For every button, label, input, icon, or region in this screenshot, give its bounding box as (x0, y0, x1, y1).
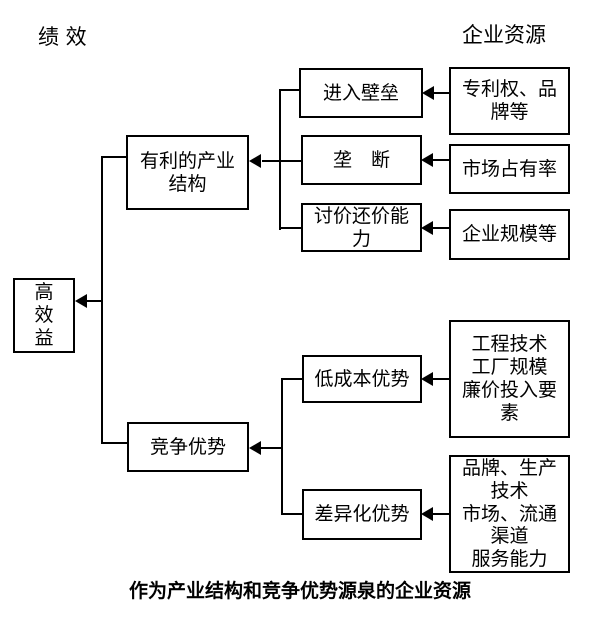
node-competitive-advantage: 竞争优势 (127, 422, 249, 472)
node-brand-service-factors-label: 品牌、生产技术 市场、流通渠道 服务能力 (461, 457, 557, 571)
node-market-share-label: 市场占有率 (461, 157, 557, 180)
connector-stub-low-cost-left (281, 378, 304, 380)
node-patents-brands-label: 专利权、品牌等 (461, 78, 557, 123)
connector-arrow-line-high-benefit (86, 300, 103, 302)
node-favorable-industry-structure-label: 有利的产业结构 (139, 149, 235, 195)
connector-bottom-bracket-vertical (281, 378, 283, 515)
node-market-share: 市场占有率 (449, 144, 570, 194)
node-entry-barrier-label: 进入壁垒 (322, 81, 399, 104)
connector-stub-monopoly-left (262, 160, 303, 162)
arrowhead-into-entry-barrier-icon (422, 86, 434, 100)
connector-stub-entry-barrier-left (279, 89, 301, 91)
node-low-cost-advantage: 低成本优势 (302, 355, 422, 403)
node-firm-scale-label: 企业规模等 (461, 223, 557, 246)
node-entry-barrier: 进入壁垒 (299, 68, 423, 118)
node-competitive-advantage-label: 竞争优势 (149, 435, 226, 458)
connector-stub-bargaining-power-left (279, 227, 303, 229)
node-engineering-factors: 工程技术 工厂规模 廉价投入要素 (449, 320, 570, 438)
node-differentiation-advantage-label: 差异化优势 (314, 503, 410, 526)
connector-brand-service-to-differentiation (433, 513, 450, 515)
node-engineering-factors-label: 工程技术 工厂规模 廉价投入要素 (461, 333, 557, 424)
connector-market-share-to-monopoly (433, 159, 450, 161)
node-monopoly: 垄 断 (301, 135, 422, 185)
node-favorable-industry-structure: 有利的产业结构 (126, 135, 249, 210)
node-low-cost-advantage-label: 低成本优势 (314, 367, 410, 390)
node-brand-service-factors: 品牌、生产技术 市场、流通渠道 服务能力 (449, 455, 570, 573)
arrowhead-into-competitive-advantage-icon (249, 441, 261, 455)
arrowhead-into-low-cost-icon (421, 372, 433, 386)
node-bargaining-power: 讨价还价能力 (301, 203, 422, 252)
connector-stub-competitive-advantage-left (101, 442, 128, 444)
arrowhead-into-bargaining-power-icon (421, 221, 433, 235)
connector-stub-favorable-structure-left (101, 156, 127, 158)
connector-patents-to-entry-barrier (434, 92, 450, 94)
arrowhead-into-monopoly-icon (421, 153, 433, 167)
performance-column-label: 绩 效 (38, 25, 87, 49)
node-high-benefit: 高 效 益 (13, 278, 75, 353)
connector-stub-differentiation-left (281, 513, 304, 515)
connector-top-bracket-vertical (279, 89, 281, 230)
arrowhead-into-favorable-structure-icon (249, 154, 261, 168)
connector-engineering-to-low-cost (433, 378, 450, 380)
node-high-benefit-label: 高 效 益 (34, 281, 54, 349)
arrowhead-into-high-benefit-icon (75, 294, 87, 308)
arrowhead-into-differentiation-icon (421, 507, 433, 521)
resources-column-label: 企业资源 (462, 23, 546, 47)
node-bargaining-power-label: 讨价还价能力 (313, 204, 409, 250)
diagram-caption: 作为产业结构和竞争优势源泉的企业资源 (128, 580, 471, 602)
node-differentiation-advantage: 差异化优势 (302, 489, 422, 540)
connector-firm-scale-to-bargaining-power (433, 227, 450, 229)
node-firm-scale: 企业规模等 (449, 209, 570, 260)
node-patents-brands: 专利权、品牌等 (449, 67, 570, 135)
connector-arrow-line-competitive-advantage (261, 447, 283, 449)
node-monopoly-label: 垄 断 (332, 148, 390, 171)
